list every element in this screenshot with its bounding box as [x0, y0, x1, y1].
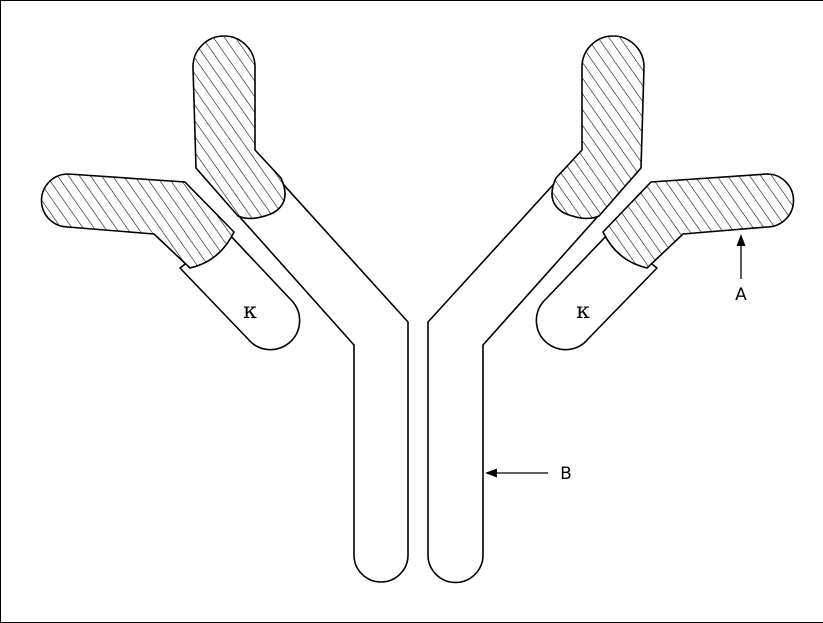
kappa-label-left: κ — [243, 299, 257, 324]
kappa-label-right: κ — [576, 299, 590, 324]
pointer-arrow-a — [737, 234, 746, 279]
light-variable-region-right — [603, 174, 794, 268]
pointer-arrow-b — [485, 469, 548, 478]
light-variable-region-left — [41, 174, 234, 268]
pointer-label-b: B — [560, 464, 572, 484]
heavy-chain-left — [196, 152, 408, 582]
heavy-variable-region-left — [193, 36, 285, 218]
heavy-chain-right — [428, 152, 641, 582]
heavy-variable-region-right — [552, 36, 644, 218]
pointer-label-a: A — [735, 285, 747, 305]
